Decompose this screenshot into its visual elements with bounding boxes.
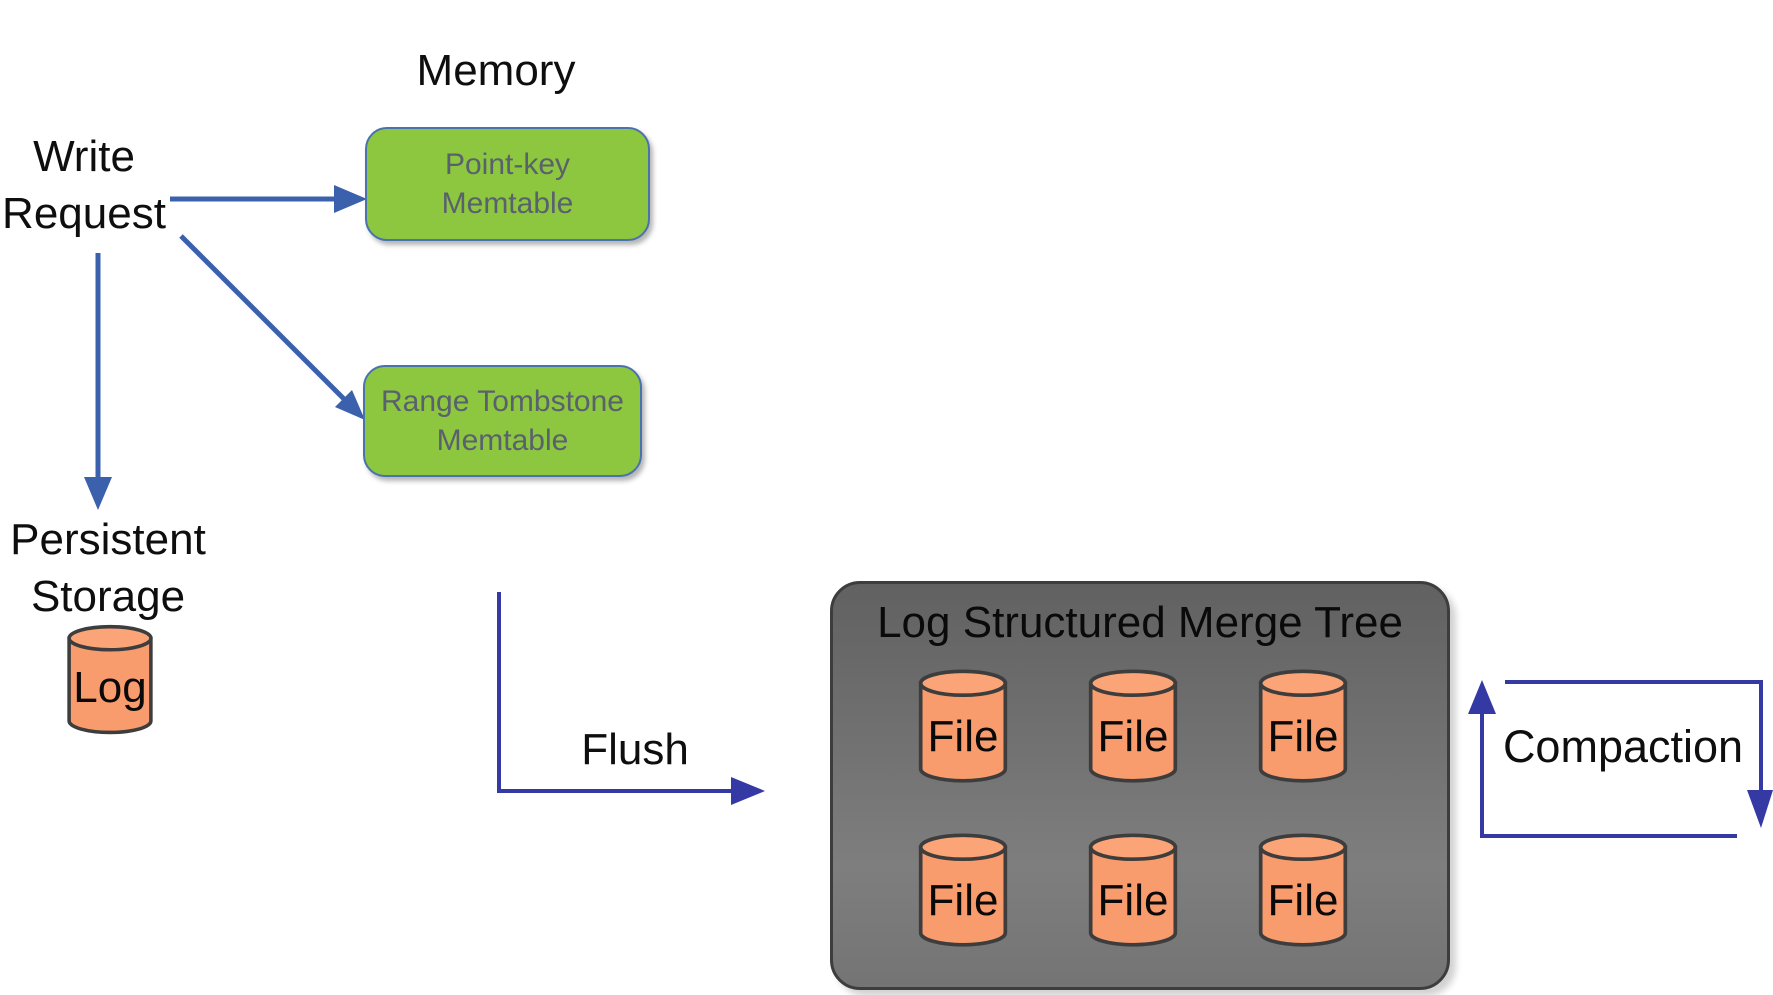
point-key-memtable-label: Point-key Memtable <box>441 148 574 220</box>
compaction-down-arrow <box>1505 680 1773 828</box>
file-cylinder: File <box>917 668 1009 785</box>
lsm-tree-title: Log Structured Merge Tree <box>877 598 1403 647</box>
cylinder-icon <box>1258 669 1348 783</box>
file-cylinder: File <box>1257 832 1349 949</box>
cylinder-icon <box>1088 669 1178 783</box>
point-key-memtable-box: Point-key Memtable <box>365 127 650 241</box>
cylinder-icon <box>918 669 1008 783</box>
write-request-label: Write Request <box>2 132 166 238</box>
file-cylinder: File <box>1087 668 1179 785</box>
range-tombstone-memtable-box: Range Tombstone Memtable <box>363 365 642 477</box>
file-label: File <box>927 712 999 761</box>
file-label: File <box>1097 876 1169 925</box>
range-tombstone-memtable-label: Range Tombstone Memtable <box>381 385 624 457</box>
file-label: File <box>1267 876 1339 925</box>
persistent-storage-label: Persistent Storage <box>10 515 206 621</box>
log-cylinder-label: Log <box>73 663 147 712</box>
write-to-range-arrow <box>179 234 365 420</box>
log-cylinder: Log <box>58 624 162 736</box>
write-to-log-arrow <box>84 253 112 510</box>
lsm-tree-box: Log Structured Merge Tree File File File <box>830 581 1450 990</box>
file-label: File <box>1267 712 1339 761</box>
compaction-label: Compaction <box>1502 721 1744 772</box>
file-cylinder: File <box>917 832 1009 949</box>
file-label: File <box>1097 712 1169 761</box>
write-to-pointkey-arrow <box>170 185 367 213</box>
file-cylinder: File <box>1087 832 1179 949</box>
cylinder-icon <box>67 624 153 735</box>
memory-title: Memory <box>416 46 576 95</box>
file-label: File <box>927 876 999 925</box>
cylinder-icon <box>918 833 1008 947</box>
file-cylinder: File <box>1257 668 1349 785</box>
compaction-up-arrow <box>1468 680 1737 838</box>
flush-arrow <box>497 592 765 805</box>
cylinder-icon <box>1258 833 1348 947</box>
flush-label: Flush <box>581 725 689 774</box>
cylinder-icon <box>1088 833 1178 947</box>
